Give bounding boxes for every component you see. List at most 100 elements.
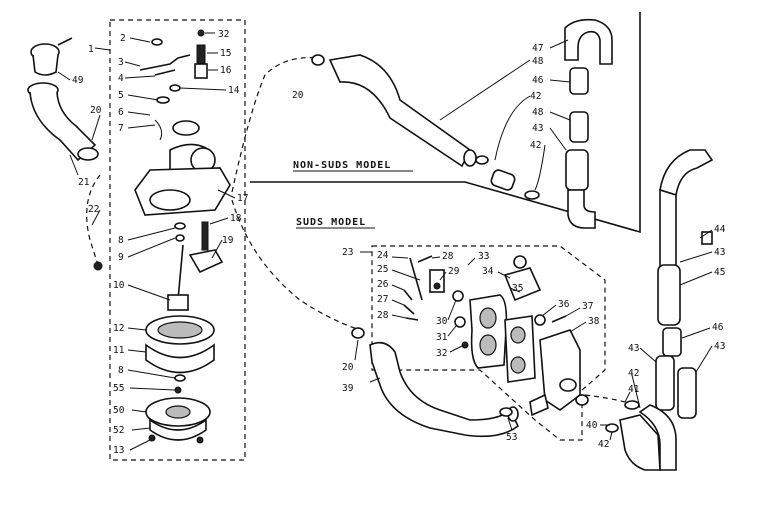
label-46a: 46 bbox=[532, 75, 544, 86]
part-27 bbox=[403, 304, 415, 315]
part-11-bowl bbox=[145, 343, 215, 374]
label-12: 12 bbox=[113, 323, 124, 334]
label-22: 22 bbox=[88, 204, 99, 215]
leader-49 bbox=[57, 71, 71, 81]
part-30-b bbox=[454, 316, 466, 328]
leader-46b bbox=[681, 327, 711, 339]
part-32b bbox=[461, 341, 469, 349]
label-53: 53 bbox=[506, 432, 517, 443]
label-42d: 42 bbox=[598, 439, 609, 450]
leader-47 bbox=[549, 39, 569, 49]
part-5 bbox=[156, 96, 170, 104]
leader-30 bbox=[447, 299, 457, 321]
leader-7 bbox=[127, 124, 156, 129]
part-43-b bbox=[655, 355, 675, 411]
part-49-tab bbox=[57, 37, 73, 46]
part-13-screw-b bbox=[196, 436, 204, 444]
label-43c: 43 bbox=[628, 343, 639, 354]
suds-valve-assembly bbox=[231, 199, 626, 441]
part-elbow-a bbox=[567, 189, 596, 229]
label-11: 11 bbox=[113, 345, 125, 356]
leader-6 bbox=[127, 111, 151, 116]
part-19-arm bbox=[188, 249, 224, 274]
part-44-hook-top bbox=[659, 149, 714, 197]
part-28b bbox=[405, 317, 419, 321]
leader-18 bbox=[209, 217, 229, 225]
part-8 bbox=[174, 222, 186, 230]
non-suds-model-title: NON-SUDS MODEL bbox=[293, 160, 391, 171]
label-3: 3 bbox=[118, 57, 124, 68]
label-20a: 20 bbox=[90, 105, 102, 116]
label-29: 29 bbox=[448, 266, 460, 277]
leader-1 bbox=[94, 47, 111, 51]
leader-45 bbox=[679, 271, 713, 286]
part-49-body bbox=[32, 54, 59, 76]
part-32-screw bbox=[197, 29, 205, 37]
label-5: 5 bbox=[118, 90, 124, 101]
plate-hole-a bbox=[510, 326, 526, 344]
part-43-coupling-a bbox=[490, 169, 516, 191]
part-14 bbox=[169, 84, 181, 92]
label-50: 50 bbox=[113, 405, 125, 416]
leader-3 bbox=[124, 61, 141, 67]
part-44-pipe bbox=[659, 188, 677, 269]
leader-50 bbox=[131, 409, 147, 413]
label-24: 24 bbox=[377, 250, 389, 261]
label-20c: 20 bbox=[342, 362, 354, 373]
pump-base bbox=[149, 189, 191, 211]
label-43d: 43 bbox=[714, 341, 725, 352]
suds-assembly-box bbox=[371, 245, 606, 441]
part-43-a bbox=[565, 149, 589, 191]
label-43a: 43 bbox=[532, 123, 543, 134]
label-28b: 28 bbox=[377, 310, 389, 321]
part-22-end bbox=[93, 261, 103, 271]
label-10: 10 bbox=[113, 280, 125, 291]
leader-42c bbox=[631, 374, 641, 409]
label-39: 39 bbox=[342, 383, 354, 394]
part-9 bbox=[175, 234, 185, 242]
part-53-clamp bbox=[499, 407, 513, 417]
part-46-a bbox=[569, 67, 589, 95]
leader-22 bbox=[91, 209, 101, 226]
leader-4 bbox=[124, 75, 156, 79]
label-45: 45 bbox=[714, 267, 725, 278]
part-48-hose bbox=[328, 54, 472, 168]
leader-24 bbox=[391, 256, 409, 259]
leader-31 bbox=[447, 325, 457, 337]
part-7 bbox=[154, 119, 163, 141]
gasket-hole-a bbox=[479, 307, 497, 329]
leader-27 bbox=[391, 299, 405, 306]
leader-9 bbox=[127, 237, 176, 258]
part-4 bbox=[154, 69, 176, 76]
part-13-screw-a bbox=[148, 434, 156, 442]
label-32b: 32 bbox=[436, 348, 447, 359]
label-42b: 42 bbox=[530, 140, 541, 151]
part-37 bbox=[551, 315, 567, 323]
part-33 bbox=[513, 255, 527, 269]
label-48b: 48 bbox=[532, 107, 544, 118]
valve-port-b bbox=[575, 394, 589, 406]
suds-dash-b bbox=[584, 394, 626, 403]
leader-34 bbox=[497, 271, 511, 279]
part-55 bbox=[174, 386, 182, 394]
part-41-clamp bbox=[624, 400, 640, 410]
label-2: 2 bbox=[120, 33, 126, 44]
part-22-wire bbox=[86, 174, 101, 266]
label-34: 34 bbox=[482, 266, 494, 277]
leader-43d bbox=[695, 345, 713, 373]
part-3-lever bbox=[139, 54, 191, 71]
leader-36 bbox=[541, 304, 557, 317]
label-33: 33 bbox=[478, 251, 489, 262]
suds-model-title: SUDS MODEL bbox=[296, 217, 366, 228]
label-42c: 42 bbox=[628, 368, 639, 379]
label-52: 52 bbox=[113, 425, 124, 436]
non-suds-section bbox=[231, 12, 641, 234]
label-6: 6 bbox=[118, 107, 124, 118]
leader-42b bbox=[534, 144, 546, 191]
leader-48b bbox=[549, 111, 571, 121]
label-30: 30 bbox=[436, 316, 448, 327]
suds-dash-a bbox=[231, 199, 361, 331]
part-20-clamp-b bbox=[311, 54, 325, 66]
label-15: 15 bbox=[220, 48, 231, 59]
